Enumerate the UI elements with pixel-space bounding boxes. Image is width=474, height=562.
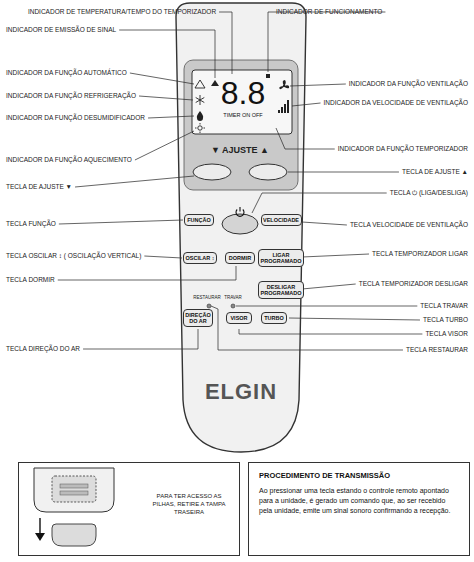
callout-label: INDICADOR DE EMISSÃO DE SINAL [6, 26, 116, 33]
callout-label: INDICADOR DE TEMPERATURA/TEMPO DO TEMPOR… [28, 8, 216, 15]
callout-label: INDICADOR DE FUNCIONAMENTO [276, 8, 382, 15]
button-label: OSCILAR ↕ [185, 255, 215, 261]
leader-line [236, 306, 417, 307]
turbo-button: TURBO [261, 312, 287, 324]
air-direction-button: DIREÇÃO DO AR [183, 309, 213, 328]
callout-label: TECLA DORMIR [6, 276, 55, 283]
callout-label: TECLA DE AJUSTE ▲ [402, 168, 468, 175]
fan-icon [279, 80, 289, 89]
callout-label: TECLA VELOCIDADE DE VENTILAÇÃO [350, 221, 468, 228]
leader-line [268, 12, 385, 72]
callout-label: TECLA VISOR [425, 330, 468, 337]
battery-cover-illustration [34, 468, 114, 546]
leader-line [58, 266, 236, 280]
leader-line [239, 329, 422, 334]
node-text: PARA TER ACESSO AS PILHAS, RETIRE A TAMP… [147, 493, 231, 516]
callout-label: INDICADOR DA FUNÇÃO DESUMIDIFICADOR [6, 114, 145, 121]
transmission-box: PROCEDIMENTO DE TRANSMISSÃO Ao pressionar… [248, 462, 470, 556]
node-text: 8.8 [212, 77, 274, 109]
display-panel [184, 60, 298, 190]
power-button [222, 214, 258, 234]
button-label: LIGAR PROGRAMADO [260, 252, 302, 265]
remote-body: ELGIN 8.8TIMER ON OFF FUNÇÃO VELOCIDADE OSCI… [176, 3, 306, 453]
leader-line [302, 222, 347, 225]
leader-line [289, 318, 420, 320]
button-label: VELOCIDADE [263, 217, 300, 223]
brand-logo: ELGIN [176, 381, 306, 403]
leader-line [219, 12, 232, 74]
leader-line [59, 220, 183, 224]
dry-icon [197, 111, 203, 121]
auto-icon [195, 80, 205, 88]
swing-button: OSCILAR ↕ [183, 252, 217, 264]
lcd-display: 8.8TIMER ON OFF [212, 72, 274, 132]
remote-body-fill [176, 3, 306, 452]
callout-label: TECLA DE AJUSTE ▼ [6, 183, 72, 190]
button-label: DIREÇÃO DO AR [185, 312, 211, 325]
leader-line [148, 116, 194, 118]
display-button: VISOR [226, 312, 252, 324]
leader-line [119, 30, 215, 78]
cool-icon [196, 95, 205, 105]
button-label: TURBO [263, 315, 285, 321]
leader-line [83, 329, 198, 349]
callout-label: INDICADOR DA FUNÇÃO VENTILAÇÃO [349, 80, 468, 87]
remote-outline-path [176, 3, 306, 452]
leader-line [302, 284, 356, 289]
callout-label: TECLA ⏻ (LIGA/DESLIGA) [390, 189, 468, 196]
button-label: FUNÇÃO [186, 217, 212, 223]
callout-label: TECLA DIREÇÃO DO AR [6, 345, 80, 352]
button-label: DESLIGAR PROGRAMADO [260, 284, 302, 297]
callout-label: TECLA TRAVAR [420, 302, 468, 309]
leader-line [75, 176, 194, 187]
leader-line [302, 254, 369, 257]
callout-label: INDICADOR DA FUNÇÃO TEMPORIZADOR [338, 145, 468, 152]
callout-label: INDICADOR DA VELOCIDADE DE VENTILAÇÃO [324, 99, 468, 106]
leader-line [211, 306, 403, 350]
battery-note-box: PARA TER ACESSO AS PILHAS, RETIRE A TAMP… [18, 462, 240, 556]
leader-line [292, 103, 321, 106]
callout-label: TECLA FUNÇÃO [6, 220, 56, 227]
timer-on-button: LIGAR PROGRAMADO [258, 249, 304, 268]
leader-line [139, 96, 193, 100]
leader-line [288, 172, 399, 173]
adjust-up-button [249, 164, 287, 180]
callout-label: TECLA RESTAURAR [406, 346, 468, 353]
callout-label: TECLA TEMPORIZADOR DESLIGAR [359, 280, 468, 287]
leader-line [290, 84, 346, 86]
button-caption: ▼ AJUSTE ▲ [211, 146, 269, 156]
leader-line [144, 256, 182, 258]
button-label: VISOR [228, 315, 250, 321]
button-caption: RESTAURAR [193, 296, 220, 301]
adjust-down-button [193, 164, 231, 180]
button-label: DORMIR [227, 255, 253, 261]
callout-label: INDICADOR DA FUNÇÃO REFRIGERAÇÃO [6, 92, 136, 99]
fan-speed-button: VELOCIDADE [261, 214, 302, 226]
leader-line [135, 131, 194, 160]
leader-line [276, 128, 335, 149]
callout-label: INDICADOR DA FUNÇÃO AUTOMÁTICO [6, 69, 127, 76]
signal-icon [211, 80, 219, 86]
lcd-screen [192, 70, 292, 134]
button-caption: TRAVAR [224, 296, 242, 301]
leader-line [252, 193, 387, 213]
speed-bars [278, 100, 289, 113]
power-symbol [236, 207, 244, 216]
node-text: Ao pressionar uma tecla estando o contro… [259, 486, 459, 515]
function-button: FUNÇÃO [184, 214, 214, 226]
node-text: TIMER ON OFF [212, 112, 274, 119]
callout-label: TECLA TURBO [423, 316, 468, 323]
leader-line [130, 73, 194, 84]
lock-led [231, 304, 235, 308]
run-icon [266, 74, 270, 78]
callout-label: TECLA OSCILAR ↕ ( OSCILAÇÃO VERTICAL) [6, 252, 141, 259]
restore-led [207, 304, 211, 308]
timer-off-button: DESLIGAR PROGRAMADO [258, 281, 304, 300]
sleep-button: DORMIR [225, 252, 255, 264]
heat-icon [195, 123, 205, 133]
callout-label: INDICADOR DA FUNÇÃO AQUECIMENTO [6, 156, 132, 163]
node-text: PROCEDIMENTO DE TRANSMISSÃO [259, 471, 459, 480]
callout-label: TECLA TEMPORIZADOR LIGAR [372, 250, 468, 257]
